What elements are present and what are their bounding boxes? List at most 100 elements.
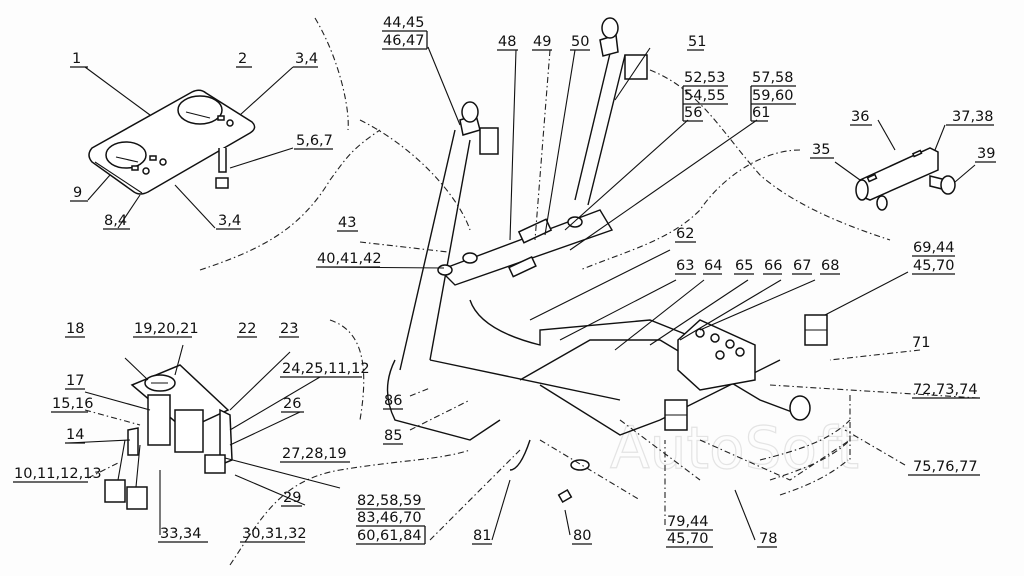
- svg-text:61: 61: [752, 105, 770, 121]
- svg-text:54,55: 54,55: [684, 88, 726, 104]
- callout-66: 66: [763, 258, 782, 275]
- svg-text:71: 71: [912, 335, 930, 351]
- svg-text:46,47: 46,47: [383, 33, 425, 49]
- lamps: [509, 314, 828, 503]
- svg-text:5,6,7: 5,6,7: [296, 133, 333, 149]
- callout-39: 39: [975, 146, 996, 163]
- svg-text:9: 9: [73, 185, 82, 201]
- svg-text:43: 43: [338, 215, 356, 231]
- callout-19-20-21: 19,20,21: [133, 321, 199, 338]
- svg-text:78: 78: [759, 531, 777, 547]
- callout-43: 43: [337, 215, 358, 232]
- svg-text:66: 66: [764, 258, 782, 274]
- callout-49: 49: [532, 34, 552, 51]
- svg-text:10,11,12,13: 10,11,12,13: [14, 466, 102, 482]
- body-panels: [539, 395, 851, 501]
- callout-40-41-42: 40,41,42: [316, 251, 382, 268]
- callout-9: 9: [70, 185, 88, 202]
- svg-text:75,76,77: 75,76,77: [913, 459, 978, 475]
- callout-1: 1: [70, 51, 88, 68]
- callout-52-56: 52,53 54,55 56: [682, 70, 728, 122]
- callout-29: 29: [281, 490, 302, 507]
- svg-text:72,73,74: 72,73,74: [913, 382, 978, 398]
- callout-26: 26: [281, 396, 304, 413]
- callout-68: 68: [820, 258, 840, 275]
- callout-81: 81: [472, 528, 492, 545]
- callout-82-84: 82,58,59 83,46,70 60,61,84: [356, 493, 426, 545]
- svg-text:86: 86: [384, 393, 402, 409]
- svg-text:44,45: 44,45: [383, 15, 425, 31]
- svg-text:30,31,32: 30,31,32: [242, 526, 307, 542]
- boundary-curves: [199, 17, 891, 566]
- svg-text:67: 67: [793, 258, 811, 274]
- callout-10-11-12-13: 10,11,12,13: [13, 466, 102, 483]
- callout-63: 63: [675, 258, 696, 275]
- svg-text:57,58: 57,58: [752, 70, 794, 86]
- rops-post-right: [574, 17, 648, 206]
- svg-text:29: 29: [283, 490, 301, 506]
- svg-text:51: 51: [688, 34, 706, 50]
- svg-text:24,25,11,12: 24,25,11,12: [282, 361, 370, 377]
- callout-27-28-19: 27,28,19: [280, 446, 350, 463]
- svg-text:85: 85: [384, 428, 402, 444]
- svg-text:35: 35: [812, 142, 830, 158]
- callout-24-25-11-12: 24,25,11,12: [280, 361, 370, 378]
- svg-text:49: 49: [533, 34, 551, 50]
- svg-text:65: 65: [735, 258, 753, 274]
- callout-2: 2: [236, 51, 252, 68]
- svg-text:8,4: 8,4: [104, 213, 127, 229]
- svg-text:39: 39: [977, 146, 995, 162]
- svg-text:26: 26: [283, 396, 301, 412]
- svg-text:81: 81: [473, 528, 491, 544]
- callout-79-44-45-70: 79,44 45,70: [666, 514, 713, 548]
- callout-37-38: 37,38: [946, 109, 994, 126]
- svg-text:19,20,21: 19,20,21: [134, 321, 199, 337]
- svg-text:63: 63: [676, 258, 694, 274]
- svg-text:83,46,70: 83,46,70: [357, 510, 422, 526]
- svg-text:15,16: 15,16: [52, 396, 94, 412]
- svg-text:62: 62: [676, 226, 694, 242]
- callout-5-6-7: 5,6,7: [294, 133, 333, 150]
- svg-text:59,60: 59,60: [752, 88, 794, 104]
- callout-57-61: 57,58 59,60 61: [750, 70, 796, 122]
- svg-text:82,58,59: 82,58,59: [357, 493, 422, 509]
- dash-panel: [386, 209, 801, 441]
- callout-69-44-45-70: 69,44 45,70: [912, 240, 955, 275]
- callout-62: 62: [675, 226, 696, 243]
- svg-text:50: 50: [571, 34, 589, 50]
- svg-text:22: 22: [238, 321, 256, 337]
- callout-67: 67: [792, 258, 812, 275]
- svg-text:69,44: 69,44: [913, 240, 955, 256]
- callout-44-45-46-47: 44,45 46,47: [382, 15, 428, 50]
- svg-text:36: 36: [851, 109, 869, 125]
- svg-text:14: 14: [66, 427, 84, 443]
- svg-text:79,44: 79,44: [667, 514, 709, 530]
- svg-text:56: 56: [684, 105, 702, 121]
- instrument-panel: [88, 89, 256, 195]
- callout-64: 64: [703, 258, 722, 275]
- callout-72-73-74: 72,73,74: [912, 382, 980, 399]
- callout-22: 22: [237, 321, 257, 338]
- callout-33-34: 33,34: [158, 526, 208, 543]
- leader-lines: [67, 46, 979, 541]
- callout-14: 14: [65, 427, 85, 444]
- svg-text:17: 17: [66, 373, 84, 389]
- callout-85: 85: [383, 428, 403, 445]
- callout-65: 65: [734, 258, 754, 275]
- callout-35: 35: [810, 142, 834, 159]
- callout-23: 23: [279, 321, 299, 338]
- callout-15-16: 15,16: [51, 396, 94, 413]
- svg-text:3,4: 3,4: [218, 213, 241, 229]
- svg-text:40,41,42: 40,41,42: [317, 251, 382, 267]
- callout-18: 18: [65, 321, 85, 338]
- callout-75-76-77: 75,76,77: [908, 459, 980, 476]
- svg-text:80: 80: [573, 528, 591, 544]
- svg-text:68: 68: [821, 258, 839, 274]
- svg-text:48: 48: [498, 34, 516, 50]
- svg-text:45,70: 45,70: [667, 531, 709, 547]
- key-switch-assembly: [104, 364, 233, 510]
- callout-3-4-bottom: 3,4: [216, 213, 241, 230]
- svg-text:64: 64: [704, 258, 722, 274]
